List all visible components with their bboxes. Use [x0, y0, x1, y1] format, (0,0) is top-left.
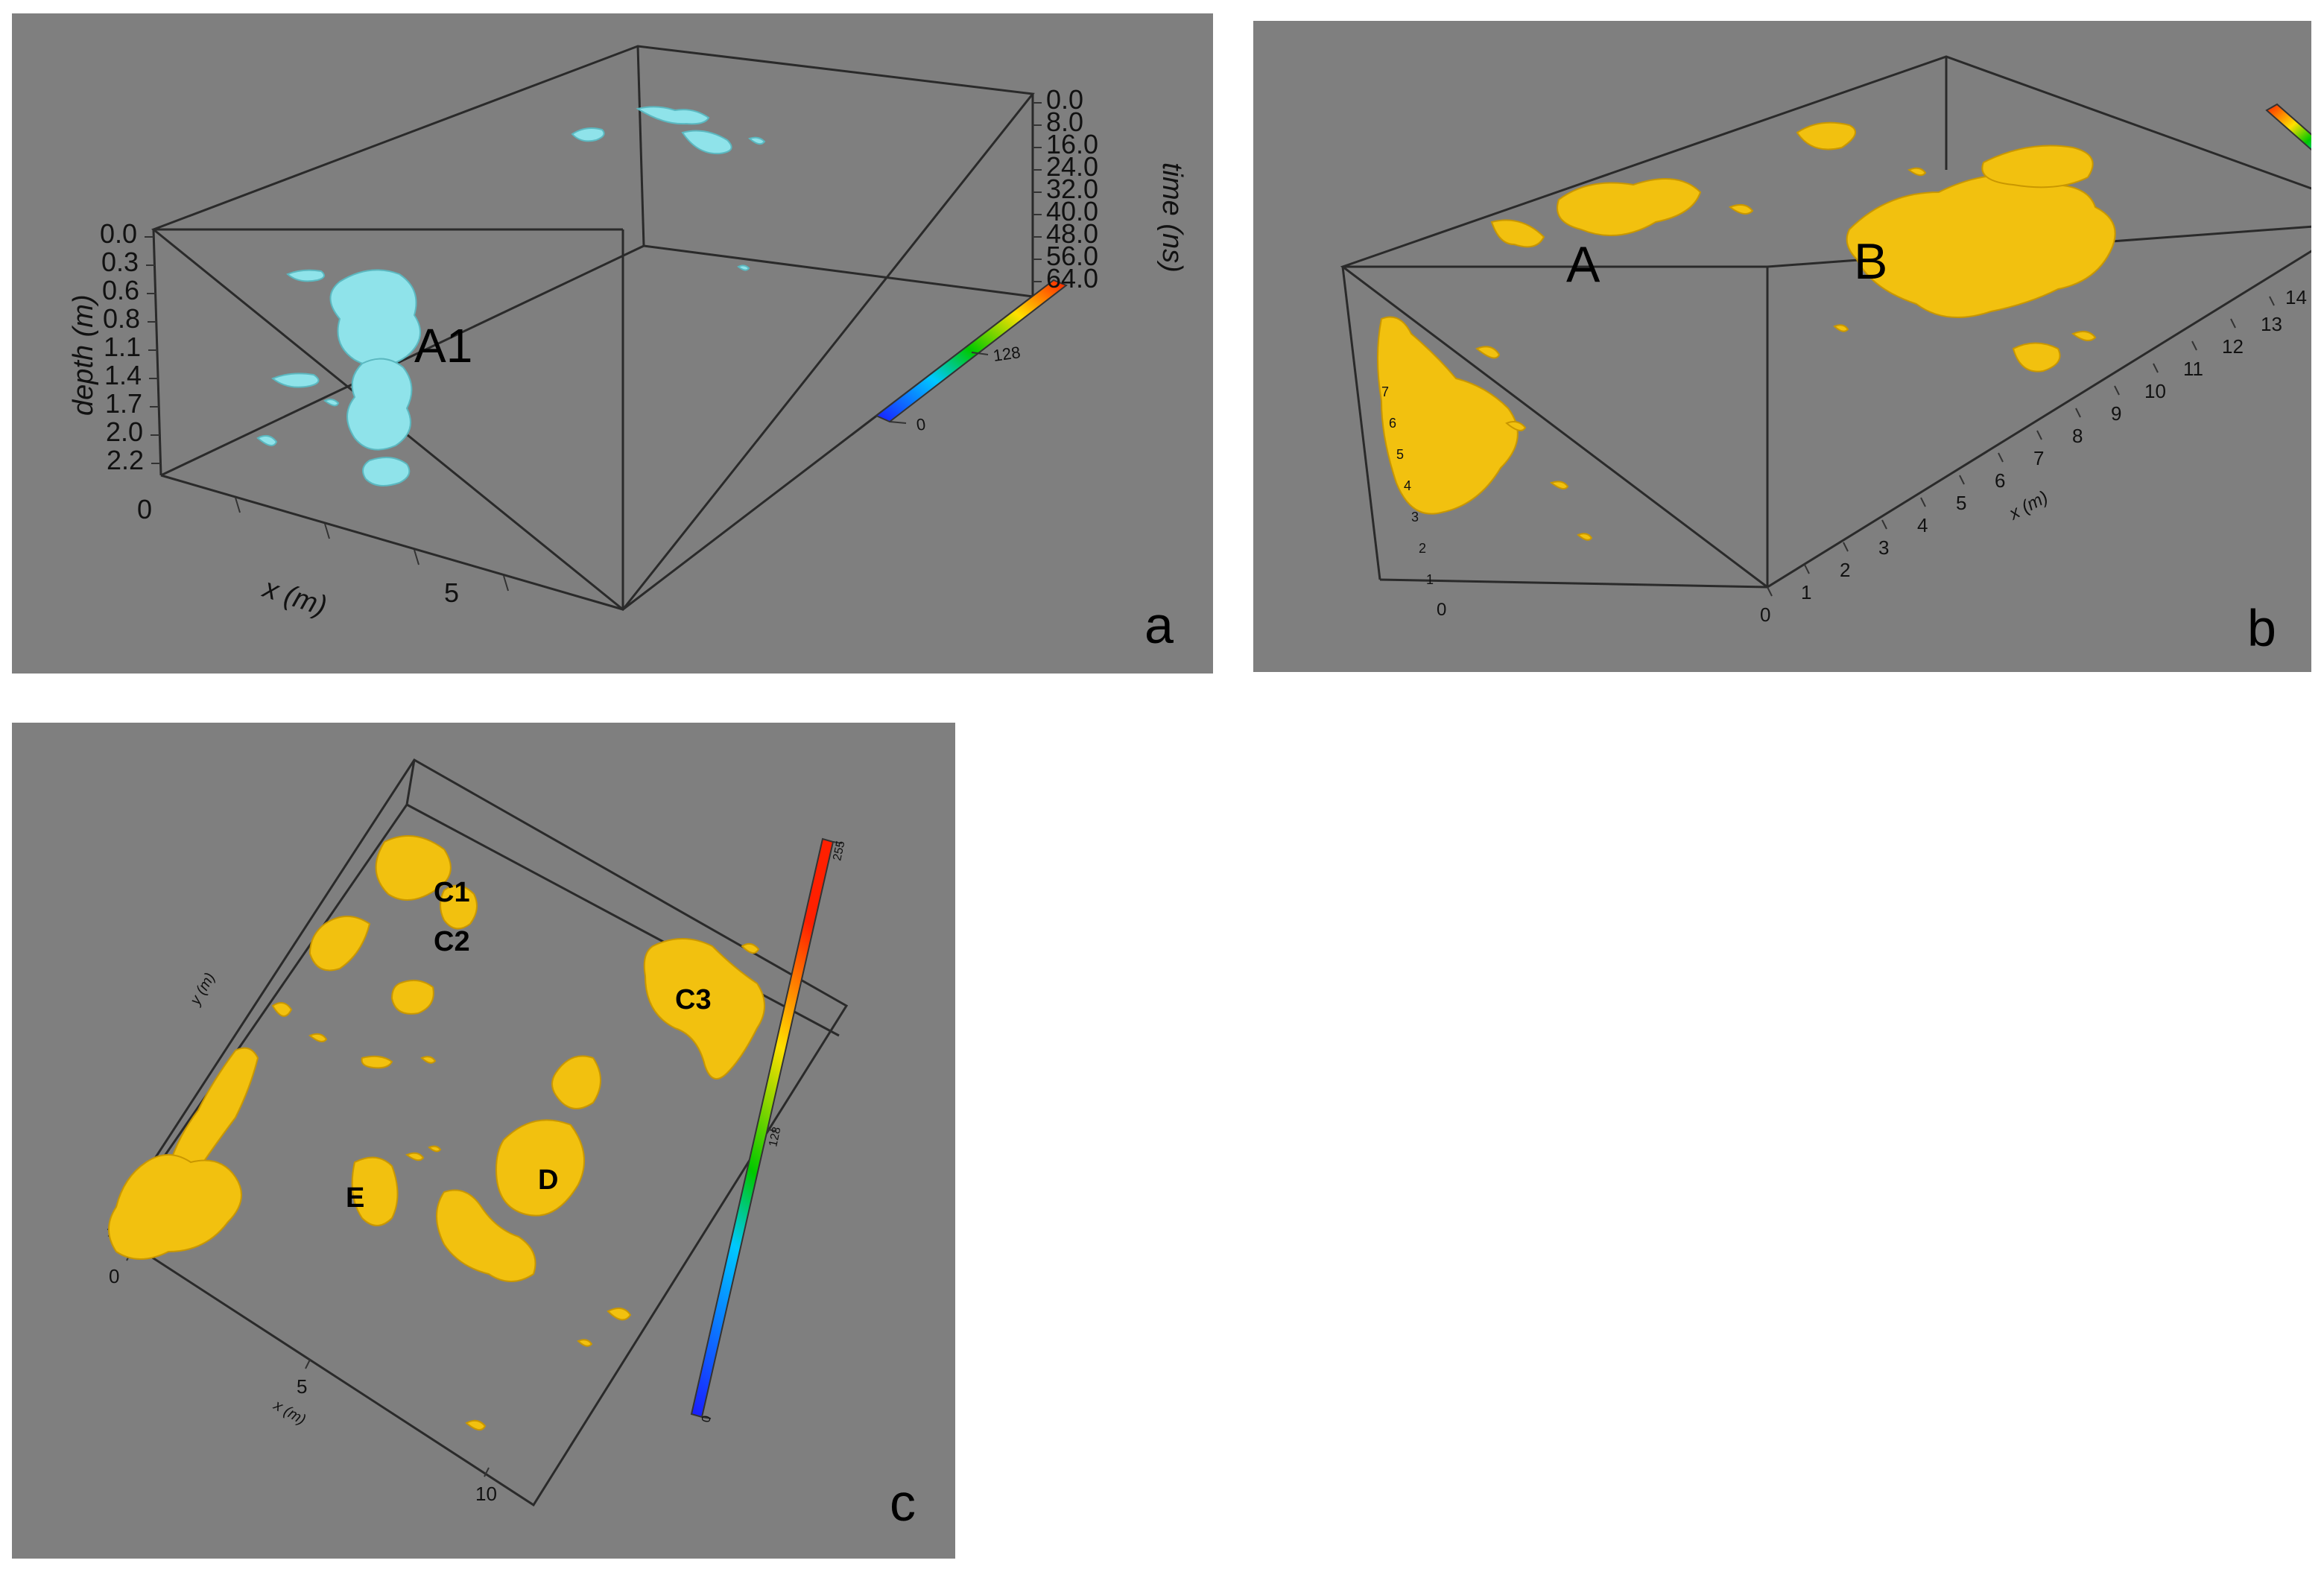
panel-a-annotation-a1: A1: [414, 319, 472, 373]
panel-b-y-tick: 0: [1437, 600, 1446, 620]
panel-a-background: [12, 13, 1213, 674]
panel-b-y-tick: 1: [1426, 572, 1434, 587]
panel-a-depth-tick: 0.8: [103, 303, 140, 334]
panel-a-time-tick: 24.0: [1046, 151, 1098, 182]
panel-a-x-tick-5: 5: [444, 577, 459, 608]
panel-a-time-tick: 32.0: [1046, 174, 1098, 204]
panel-a-time-axis-title: time (ns): [1156, 162, 1188, 273]
panel-a-time-tick: 16.0: [1046, 129, 1098, 159]
panel-c-background: [12, 723, 955, 1559]
panel-a-x-axis-ticks: [235, 497, 509, 592]
panel-c-x-tick-10: 10: [475, 1483, 497, 1505]
panel-a-depth-tick: 2.0: [106, 416, 143, 447]
panel-a-depth-axis-title: depth (m): [68, 294, 99, 416]
panel-b-y-tick-labels: 0 1 2 3 4 5 6 7: [1381, 384, 1446, 620]
panel-b-annotation-a: A: [1566, 236, 1600, 293]
panel-b-x-tick: 14: [2285, 286, 2307, 308]
panel-b-letter: b: [2247, 599, 2276, 657]
panel-b-y-tick: 5: [1396, 447, 1404, 462]
panel-a-depth-tick: 1.7: [105, 388, 142, 419]
panel-c-annotation-d: D: [538, 1164, 558, 1196]
panel-a-time-tick-labels: 0.0 8.0 16.0 24.0 32.0 40.0 48.0 56.0 64…: [1046, 84, 1098, 294]
panel-a-depth-tick: 1.1: [104, 332, 141, 362]
panel-c-x-tick-0: 0: [109, 1265, 119, 1287]
panel-c-colorbar-tick-255: 255: [831, 840, 847, 862]
panel-a-letter: a: [1144, 596, 1174, 654]
panel-a-time-tick: 48.0: [1046, 218, 1098, 249]
panel-b-x-tick: 4: [1917, 514, 1928, 536]
panel-b-y-tick: 3: [1411, 510, 1419, 524]
panel-a-time-axis-ticks: [1033, 102, 1042, 282]
panel-b-x-tick: 11: [2183, 358, 2203, 380]
panel-c-render: 0 128 255 0 5 10 x (m) y (m) C1 C2 C3 D …: [12, 723, 955, 1559]
panel-c-annotation-e: E: [346, 1182, 364, 1214]
panel-b-x-tick: 1: [1801, 581, 1811, 603]
panel-b: 0 1 2 3 4 5 6 7 8 9 10 11 12 13 14 x (m)…: [1253, 21, 2311, 672]
panel-a-time-tick: 8.0: [1046, 107, 1083, 137]
panel-b-background: [1253, 21, 2311, 672]
panel-c-colorbar: [690, 837, 843, 1419]
panel-a-time-tick: 56.0: [1046, 241, 1098, 271]
panel-c-annotation-c3: C3: [675, 984, 712, 1015]
panel-b-y-tick: 4: [1404, 478, 1411, 493]
panel-b-x-tick: 3: [1878, 536, 1889, 559]
panel-b-x-tick: 9: [2111, 402, 2121, 425]
panel-a-depth-tick: 1.4: [104, 360, 142, 390]
panel-b-x-tick: 12: [2222, 335, 2244, 358]
panel-b-isosurfaces: [1377, 121, 2116, 541]
panel-b-y-tick: 7: [1381, 384, 1389, 399]
panel-c-isosurfaces: [108, 835, 765, 1431]
panel-b-x-tick: 8: [2072, 425, 2083, 447]
panel-c: 0 128 255 0 5 10 x (m) y (m) C1 C2 C3 D …: [12, 723, 955, 1559]
panel-c-annotation-c1: C1: [434, 877, 470, 908]
panel-a-depth-tick: 0.6: [102, 275, 139, 305]
panel-a-depth-tick-labels: 0.0 0.3 0.6 0.8 1.1 1.4 1.7 2.0 2.2: [100, 218, 144, 475]
panel-b-y-tick: 6: [1389, 416, 1396, 431]
panel-a-time-tick: 64.0: [1046, 263, 1098, 294]
panel-a-x-tick-0: 0: [137, 494, 152, 524]
panel-c-colorbar-tick-0: 0: [700, 1414, 713, 1423]
panel-a-render: 0 128 0.0 8.0 16.0 24.0 32.0 40.0 48.0 5…: [12, 13, 1213, 674]
panel-b-x-tick: 2: [1840, 559, 1850, 581]
panel-a-colorbar-tick-0: 0: [915, 414, 927, 434]
panel-b-x-axis-ticks: [1767, 296, 2275, 597]
panel-b-y-tick: 2: [1419, 541, 1426, 556]
panel-a-colorbar: [875, 279, 1068, 424]
panel-b-x-tick: 0: [1760, 603, 1770, 626]
panel-c-letter: c: [890, 1474, 916, 1532]
panel-b-x-tick: 5: [1956, 492, 1966, 514]
panel-b-render: 0 1 2 3 4 5 6 7 8 9 10 11 12 13 14 x (m)…: [1253, 21, 2311, 672]
panel-b-x-tick-labels: 0 1 2 3 4 5 6 7 8 9 10 11 12 13 14: [1760, 286, 2307, 626]
panel-a-time-tick: 0.0: [1046, 84, 1083, 115]
panel-c-x-tick-5: 5: [297, 1375, 307, 1398]
panel-a-time-tick: 40.0: [1046, 196, 1098, 226]
panel-c-annotation-c2: C2: [434, 926, 470, 957]
panel-a-isosurfaces: [256, 106, 766, 487]
panel-b-colorbar: [2265, 103, 2311, 151]
panel-a-depth-tick: 0.3: [101, 247, 139, 277]
panel-b-x-tick: 7: [2033, 447, 2044, 469]
panel-a-depth-axis-ticks: [145, 236, 160, 464]
panel-a-colorbar-tick-128: 128: [992, 343, 1022, 365]
panel-b-x-tick: 10: [2144, 380, 2166, 402]
panel-c-colorbar-tick-128: 128: [767, 1126, 783, 1148]
panel-b-x-tick: 13: [2261, 313, 2282, 335]
panel-a-depth-tick: 0.0: [100, 218, 137, 249]
panel-a: 0 128 0.0 8.0 16.0 24.0 32.0 40.0 48.0 5…: [12, 13, 1213, 674]
panel-b-annotation-b: B: [1854, 233, 1887, 290]
panel-a-depth-tick: 2.2: [107, 445, 144, 475]
panel-b-x-tick: 6: [1995, 469, 2005, 492]
